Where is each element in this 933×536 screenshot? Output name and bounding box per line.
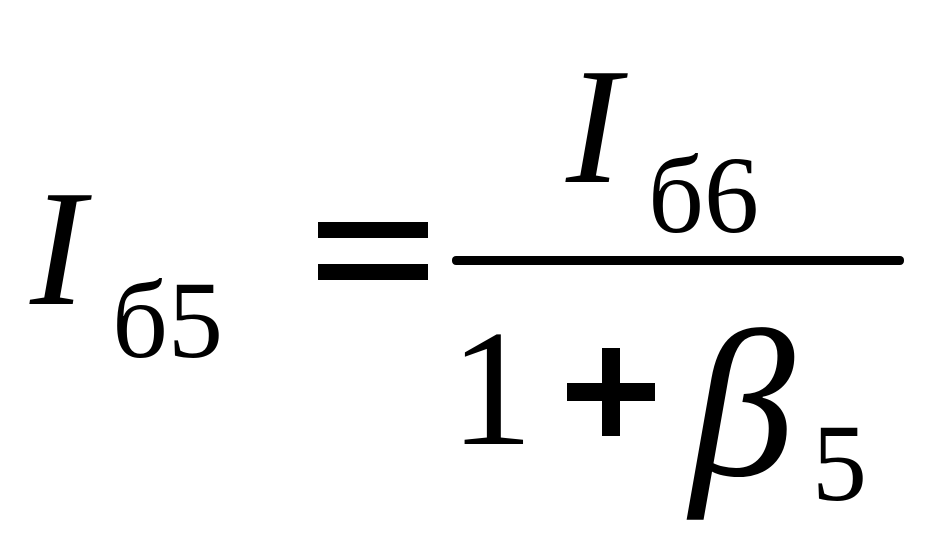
equals-sign-top-bar [318,222,428,238]
numerator-subscript: б6 [648,134,759,256]
numerator-variable-i: I [566,34,622,218]
plus-sign-vertical [602,348,620,436]
denominator-beta: β [690,289,795,521]
lhs-variable-i: I [30,156,86,340]
denominator-constant: 1 [450,296,533,480]
lhs-subscript: б5 [112,259,223,381]
equals-sign-bottom-bar [318,264,428,280]
fraction-bar [452,256,904,265]
denominator-subscript: 5 [812,402,867,524]
